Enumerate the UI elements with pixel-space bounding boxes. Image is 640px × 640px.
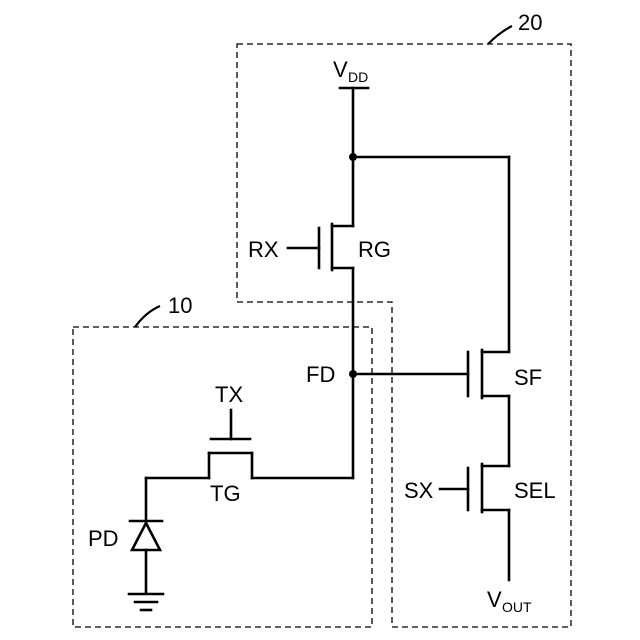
readout-region-label: 20: [518, 10, 542, 35]
vout-label: V: [487, 587, 502, 612]
sf-label: SF: [514, 365, 542, 390]
rg-label: RG: [358, 237, 391, 262]
readout-region-boundary: [237, 44, 571, 627]
pd-label: PD: [88, 526, 119, 551]
rx-label: RX: [248, 237, 279, 262]
tg-label: TG: [210, 481, 241, 506]
vout-subscript: OUT: [502, 599, 532, 615]
vdd-subscript: DD: [348, 69, 368, 85]
vdd-label: V: [333, 57, 348, 82]
pd-diode-triangle: [132, 523, 160, 550]
readout-region-callout-line: [488, 26, 512, 44]
sel-label: SEL: [514, 478, 556, 503]
tx-label: TX: [215, 382, 243, 407]
pixel-region-callout-line: [135, 306, 160, 327]
pixel-region-label: 10: [168, 293, 192, 318]
fd-label: FD: [306, 362, 335, 387]
sx-label: SX: [404, 478, 434, 503]
